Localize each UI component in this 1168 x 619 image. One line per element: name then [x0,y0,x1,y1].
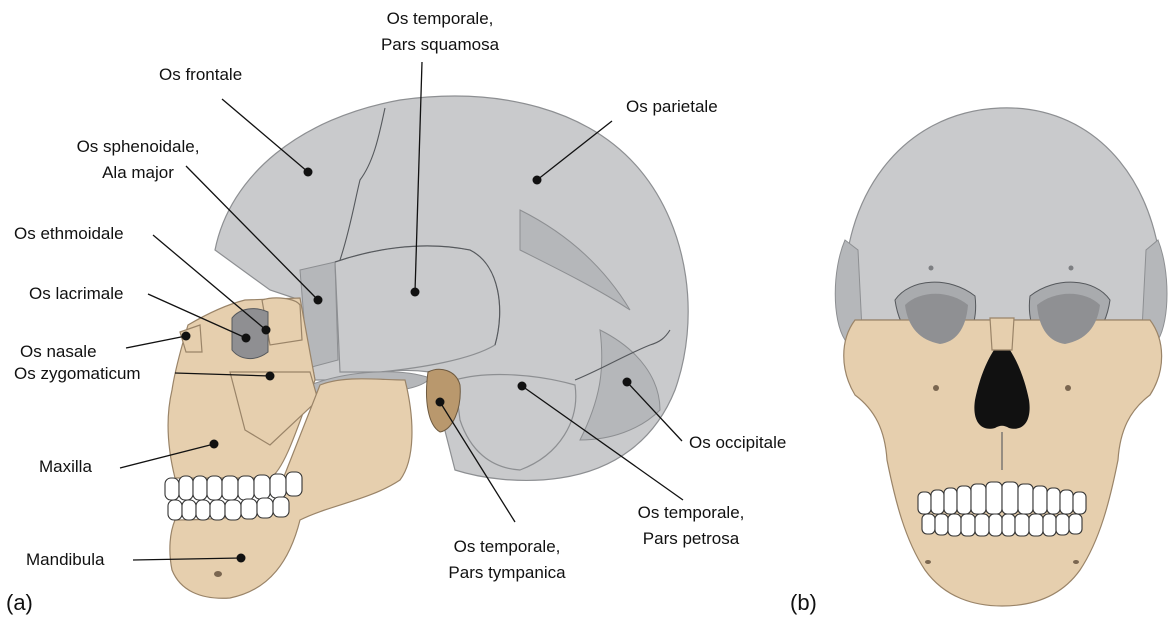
label-os-lacrimale: Os lacrimale [29,284,123,303]
frontal-lower-teeth [922,514,1082,536]
label-os-temporale-tympanica-2: Pars tympanica [448,563,566,582]
left-mental-foramen [925,560,931,564]
label-os-parietale: Os parietale [626,97,718,116]
right-mental-foramen [1073,560,1079,564]
label-os-temporale-squamosa-1: Os temporale, [387,9,494,28]
upper-teeth [165,472,302,500]
mental-foramen [214,571,222,577]
label-os-frontale: Os frontale [159,65,242,84]
left-supraorbital-notch [929,266,934,271]
label-mandibula: Mandibula [26,550,105,569]
label-os-occipitale: Os occipitale [689,433,786,452]
label-os-temporale-petrosa-1: Os temporale, [638,503,745,522]
label-maxilla: Maxilla [39,457,92,476]
left-infraorbital-foramen [933,385,939,391]
panel-label-a: (a) [6,590,33,615]
label-os-temporale-squamosa-2: Pars squamosa [381,35,500,54]
frontal-cranium [845,108,1162,320]
label-os-sphenoidale-2: Ala major [102,163,174,182]
temporal-squama [335,246,500,372]
label-os-temporale-petrosa-2: Pars petrosa [643,529,740,548]
right-infraorbital-foramen [1065,385,1071,391]
label-os-zygomaticum: Os zygomaticum [14,364,141,383]
right-supraorbital-notch [1069,266,1074,271]
lower-teeth [168,497,289,520]
label-os-ethmoidale: Os ethmoidale [14,224,124,243]
skull-frontal-view [835,108,1167,606]
label-os-nasale: Os nasale [20,342,97,361]
panel-label-b: (b) [790,590,817,615]
label-os-sphenoidale-1: Os sphenoidale, [77,137,200,156]
label-os-temporale-tympanica-1: Os temporale, [454,537,561,556]
frontal-nasal-bones [990,318,1014,350]
skull-lateral-view [165,96,688,598]
